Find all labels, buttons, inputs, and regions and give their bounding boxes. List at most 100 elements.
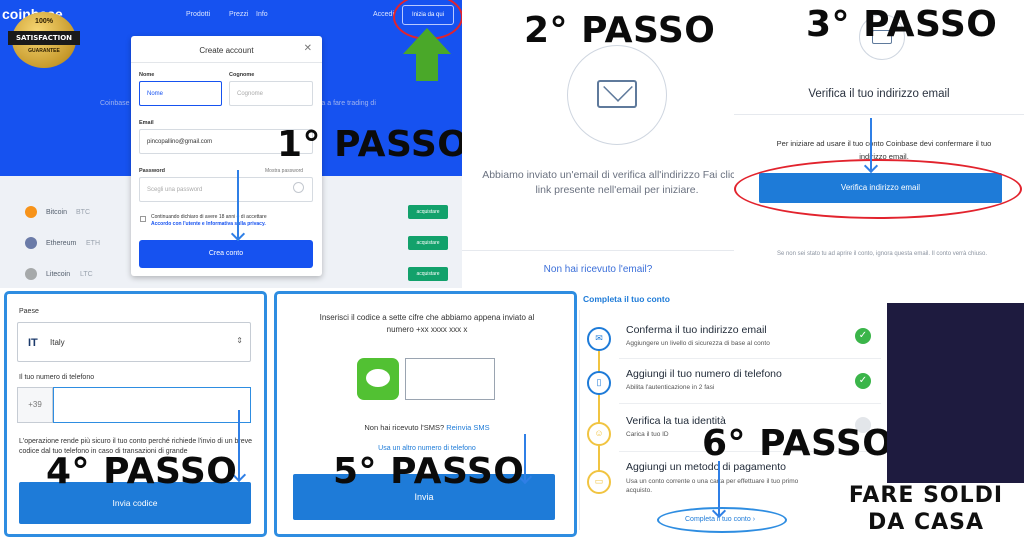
phone-icon: ▯	[596, 377, 602, 387]
table-row: Bitcoin BTC acquistare	[0, 198, 462, 228]
sms-code-panel: Inserisci il codice a sette cifre che ab…	[274, 291, 577, 537]
email-label: Email	[139, 120, 154, 126]
satisfaction-badge: 100% SATISFACTION GUARANTEE	[8, 12, 80, 68]
nav-info[interactable]: Info	[256, 11, 268, 18]
envelope-icon	[872, 30, 892, 44]
show-password-link[interactable]: Mostra password	[265, 168, 304, 174]
step-title[interactable]: Conferma il tuo indirizzo email	[626, 324, 767, 336]
annotation-arrow	[238, 410, 240, 480]
coin-name: Ethereum	[46, 240, 77, 247]
check-icon: ✓	[855, 373, 871, 389]
close-icon[interactable]: ✕	[303, 43, 312, 54]
send-code-button[interactable]: Invia codice	[19, 482, 251, 524]
last-name-input[interactable]: Cognome	[229, 81, 313, 106]
italy-flag-icon: IT	[28, 337, 38, 349]
terms-link[interactable]: Accordo con l'utente e Informativa sulla…	[151, 221, 266, 227]
step-title[interactable]: Aggiungi il tuo numero di telefono	[626, 368, 782, 380]
table-row: Litecoin LTC acquistare	[0, 260, 462, 288]
annotation-arrow	[237, 170, 239, 238]
divider	[579, 310, 580, 530]
first-name-input[interactable]: Nome	[139, 81, 222, 106]
step-1-label: 1° PASSO	[277, 124, 469, 165]
step-6-label: 6° PASSO	[702, 423, 894, 464]
nav-products[interactable]: Prodotti	[186, 11, 211, 18]
user-icon: ☺	[594, 428, 604, 438]
no-email-link[interactable]: Non hai ricevuto l'email?	[543, 264, 653, 275]
divider	[131, 62, 322, 63]
coin-ticker: BTC	[76, 209, 90, 216]
buy-button[interactable]: acquistare	[408, 205, 448, 219]
email-field[interactable]: pincopallino@gmail.com	[139, 129, 313, 154]
step-title[interactable]: Verifica la tua identità	[626, 415, 726, 427]
logo-line-1: FARE SOLDI	[848, 483, 1004, 508]
sms-intro: Inserisci il codice a sette cifre che ab…	[319, 313, 535, 334]
step-subtitle: Abilita l'autenticazione in 2 fasi	[626, 384, 715, 391]
card-icon: ▭	[594, 476, 604, 486]
coin-name: Litecoin	[46, 271, 71, 278]
resend-sms-link[interactable]: Reinvia SMS	[446, 423, 490, 432]
step-subtitle: Carica il tuo ID	[626, 431, 669, 438]
signin-link[interactable]: Accedi	[373, 11, 395, 18]
divider	[619, 358, 881, 359]
nav-prices[interactable]: Prezzi	[229, 11, 249, 18]
sms-code-input[interactable]	[405, 358, 495, 400]
verify-description: Per iniziare ad usare il tuo conto Coinb…	[776, 139, 992, 161]
divider	[619, 451, 881, 452]
chevron-updown-icon: ⇕	[236, 336, 243, 345]
up-arrow-head	[403, 28, 451, 54]
last-name-label: Cognome	[229, 72, 255, 78]
send-button[interactable]: Invia	[293, 474, 555, 520]
email-sent-message: Abbiamo inviato un'email di verifica all…	[482, 169, 752, 196]
step-subtitle: Usa un conto corrente o una carta per ef…	[626, 478, 799, 494]
step-5-label: 5° PASSO	[333, 451, 525, 492]
other-number-link[interactable]: Usa un altro numero di telefono	[378, 445, 476, 452]
phone-number-panel: Paese IT Italy ⇕ Il tuo numero di telefo…	[4, 291, 267, 537]
email-step-icon: ✉	[587, 327, 611, 351]
coin-ticker: LTC	[80, 271, 93, 278]
phone-prefix: +39	[17, 387, 53, 423]
highlight-circle	[734, 159, 1022, 219]
terms-checkbox[interactable]	[140, 216, 146, 222]
badge-percent: 100%	[35, 18, 53, 25]
phone-label: Il tuo numero di telefono	[19, 374, 95, 381]
id-step-icon: ☺	[587, 422, 611, 446]
badge-ribbon: SATISFACTION	[8, 31, 80, 45]
email-sent-panel: Abbiamo inviato un'email di verifica all…	[462, 0, 752, 288]
step-4-label: 4° PASSO	[46, 451, 238, 492]
create-account-modal: Create account ✕ Nome Nome Cognome Cogno…	[131, 36, 322, 276]
password-field[interactable]: Scegli una password	[139, 177, 313, 202]
password-label: Password	[139, 168, 165, 174]
buy-button[interactable]: acquistare	[408, 236, 448, 250]
step-3-label: 3° PASSO	[806, 4, 998, 45]
buy-button[interactable]: acquistare	[408, 267, 448, 281]
up-arrow-shaft	[416, 53, 438, 81]
step-2-label: 2° PASSO	[524, 10, 716, 51]
envelope-icon: ✉	[595, 333, 603, 343]
progress-line	[598, 339, 600, 489]
badge-guarantee: GUARANTEE	[28, 48, 60, 54]
complete-account-panel: Completa il tuo conto ✉ Conferma il tuo …	[579, 291, 887, 539]
phone-step-icon: ▯	[587, 371, 611, 395]
divider	[462, 250, 734, 251]
terms-statement: Continuando dichiaro di avere 18 anni e …	[151, 214, 267, 220]
create-account-button[interactable]: Crea conto	[139, 240, 313, 268]
chat-bubble-icon	[366, 369, 390, 387]
country-select[interactable]: IT Italy ⇕	[17, 322, 251, 362]
no-sms-text: Non hai ricevuto l'SMS?	[364, 423, 445, 432]
annotation-arrow	[524, 434, 526, 482]
fare-soldi-logo: FARE SOLDI DA CASA	[828, 483, 1024, 539]
step-title[interactable]: Aggiungi un metodo di pagamento	[626, 461, 786, 473]
toggle-circle-icon[interactable]	[293, 182, 304, 193]
check-icon: ✓	[855, 328, 871, 344]
phone-info: L'operazione rende più sicuro il tuo con…	[19, 438, 253, 455]
divider	[619, 403, 881, 404]
envelope-icon	[597, 80, 637, 108]
ethereum-icon	[25, 237, 37, 249]
phone-input[interactable]	[53, 387, 251, 423]
divider	[734, 114, 1024, 115]
step-subtitle: Aggiungere un livello di sicurezza di ba…	[626, 340, 770, 347]
country-label: Paese	[19, 308, 39, 315]
verify-footer: Se non sei stato tu ad aprire il conto, …	[776, 251, 988, 257]
email-circle	[567, 45, 667, 145]
country-value: Italy	[50, 338, 65, 347]
